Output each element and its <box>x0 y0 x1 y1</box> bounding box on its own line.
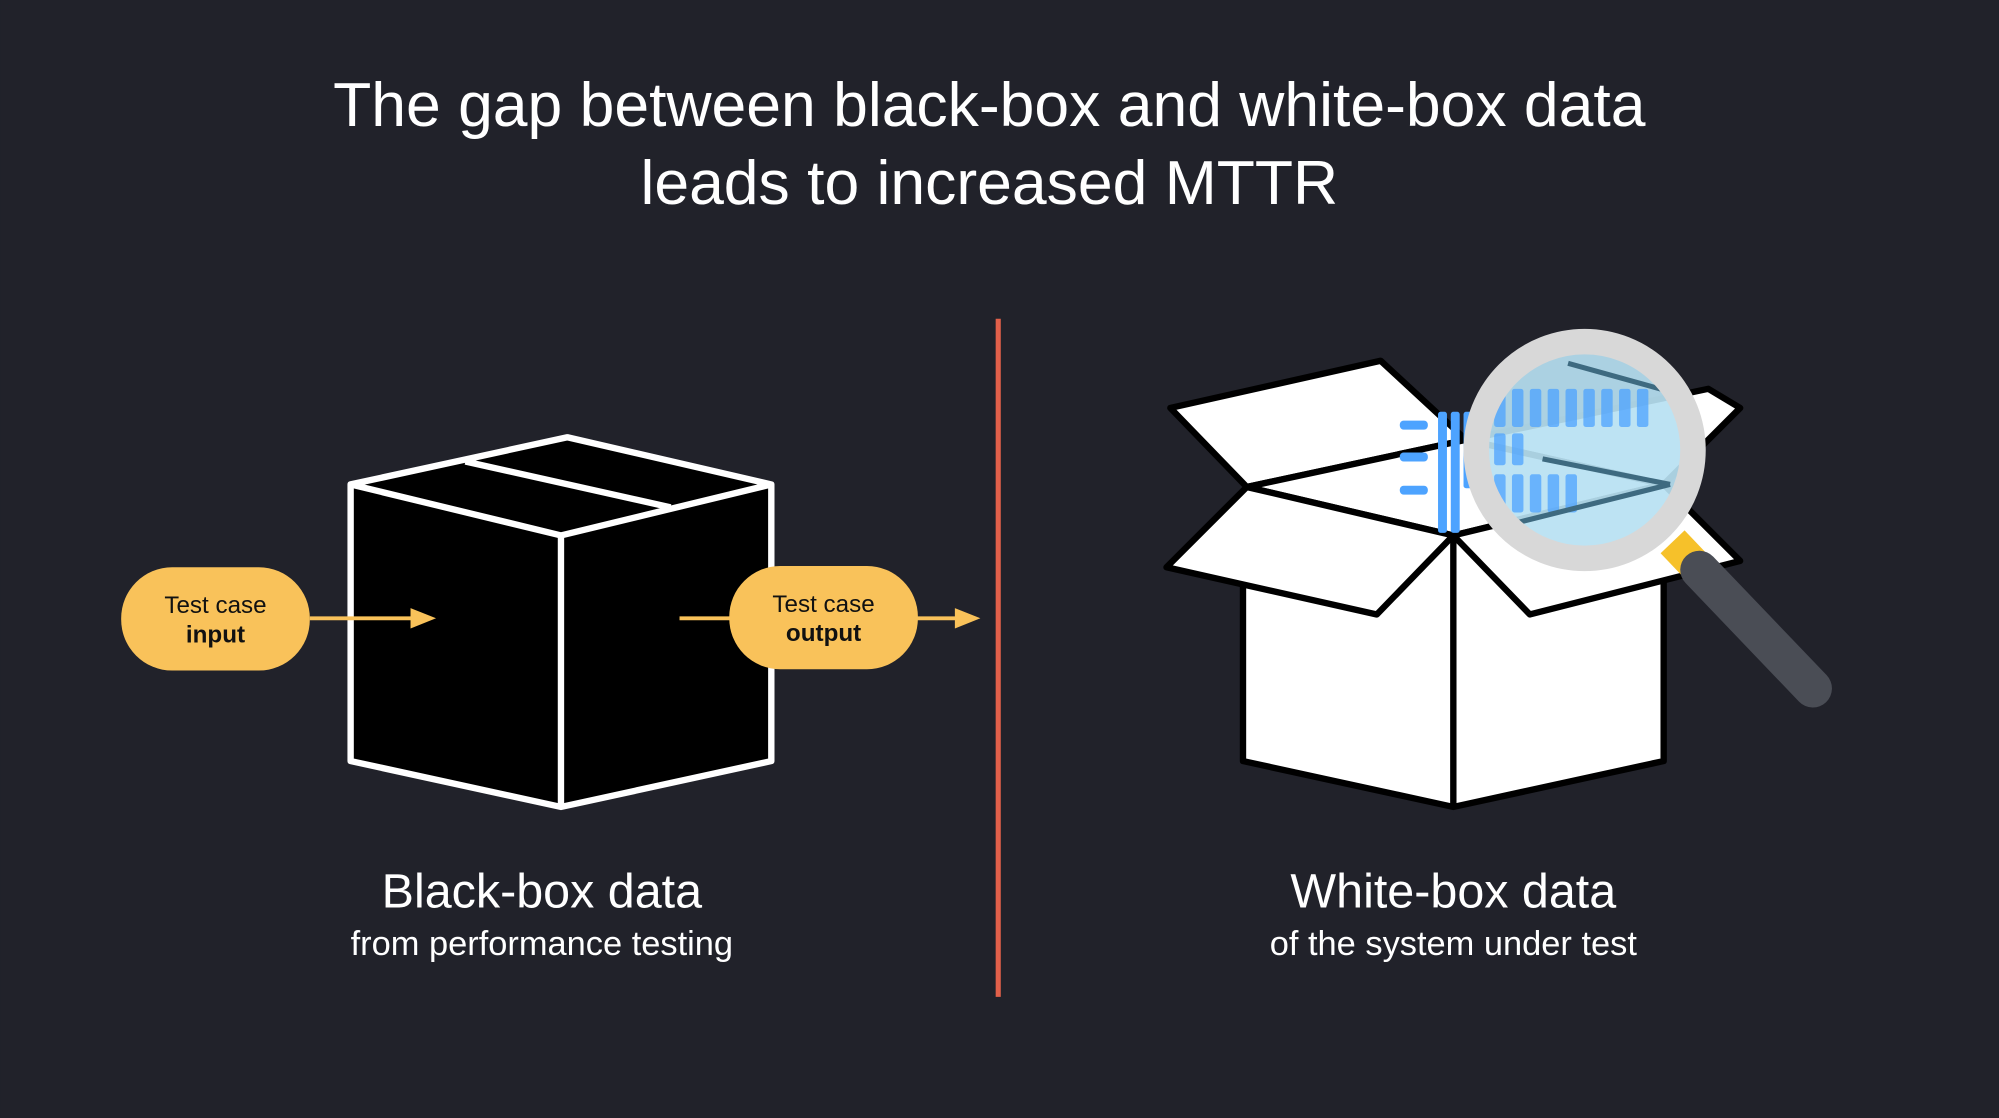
test-case-input-pill: Test case input <box>121 567 310 671</box>
title-line-2: leads to increased MTTR <box>640 148 1338 218</box>
black-box-sublabel: from performance testing <box>351 925 733 963</box>
title-line-1: The gap between black-box and white-box … <box>333 70 1646 140</box>
test-case-output-pill: Test case output <box>729 566 918 670</box>
input-pill-line-2: input <box>186 621 245 648</box>
output-pill-line-2: output <box>786 620 861 647</box>
input-pill-line-1: Test case <box>164 592 266 619</box>
white-box-label: White-box data <box>1290 865 1616 919</box>
output-arrow-icon <box>679 608 981 629</box>
white-box-sublabel: of the system under test <box>1270 925 1638 963</box>
magnifying-glass-icon <box>1463 328 1832 708</box>
input-arrow-icon <box>309 608 437 629</box>
black-box-label: Black-box data <box>382 865 702 919</box>
black-box-icon <box>347 434 775 811</box>
output-pill-line-1: Test case <box>772 591 874 618</box>
